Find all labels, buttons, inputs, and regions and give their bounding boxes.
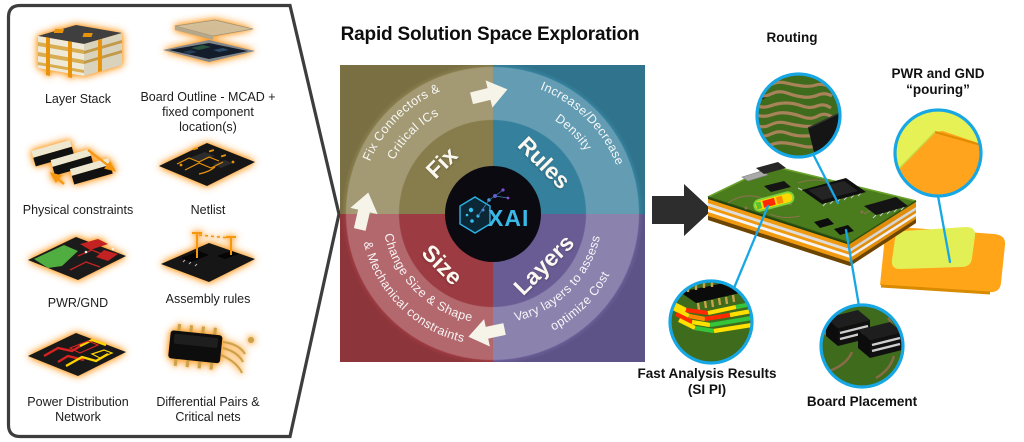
assembly-rules-image [147, 228, 267, 294]
caption-physical-constraints: Physical constraints [22, 203, 134, 217]
pwr-gnd-callout [893, 108, 983, 198]
cycle-arrow-top [470, 80, 508, 108]
pcb-scene [652, 72, 1006, 389]
routing-label: Routing [766, 30, 818, 45]
caption-assembly-rules: Assembly rules [165, 292, 251, 306]
solution-space-diagram: Fix Connectors & Critical ICs Increase/D… [340, 65, 645, 362]
cycle-arrow-bottom [468, 319, 506, 347]
cycle-arrow-left [350, 192, 378, 231]
diagram-title: Rapid Solution Space Exploration [340, 24, 640, 45]
board-outline-image [147, 18, 267, 84]
callout-leader-lines [732, 150, 952, 308]
pwr-gnd-image [18, 228, 138, 294]
ring-text-and-arrows: Fix Connectors & Critical ICs Increase/D… [350, 79, 627, 347]
flow-arrow-icon [652, 184, 712, 236]
placement-callout [819, 303, 905, 389]
physical-constraints-image [18, 132, 138, 198]
inputs-panel-outline [6, 3, 341, 439]
analysis-callout [668, 279, 754, 365]
xai-logo-text: XAI [488, 205, 529, 231]
caption-board-outline: Board Outline - MCAD +fixed component lo… [140, 90, 276, 134]
caption-pwr-gnd: PWR/GND [47, 296, 109, 310]
netlist-image [147, 132, 267, 198]
pwr-gnd-label: PWR and GND“pouring” [891, 66, 985, 97]
pdn-image [18, 322, 138, 388]
placement-label: Board Placement [806, 394, 918, 409]
diff-pairs-image [147, 322, 267, 388]
caption-layer-stack: Layer Stack [44, 92, 111, 106]
layer-stack-image [18, 20, 138, 86]
xai-logo: XAI [444, 165, 541, 262]
analysis-label: Fast Analysis Results(SI PI) [637, 366, 777, 397]
caption-diff-pairs: Differential Pairs &Critical nets [156, 395, 260, 424]
routing-callout [755, 72, 842, 159]
caption-netlist: Netlist [190, 203, 226, 217]
